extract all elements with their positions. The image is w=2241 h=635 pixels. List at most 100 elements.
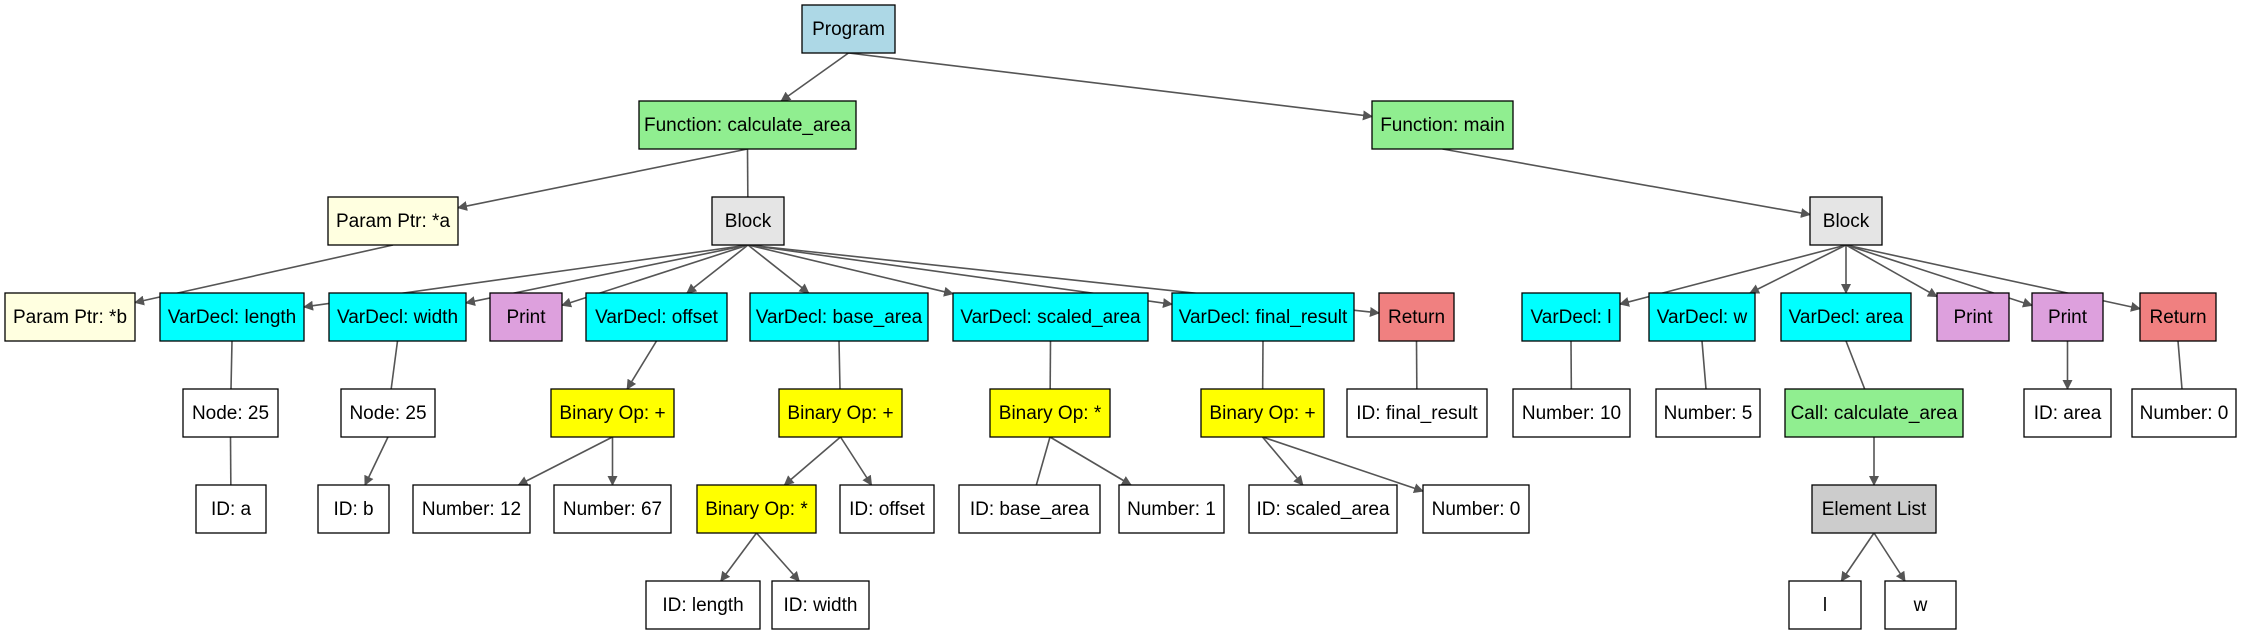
node-label: ID: width xyxy=(784,595,858,616)
node-box xyxy=(1200,388,1325,438)
node-elem-list: Element List xyxy=(1811,484,1937,534)
node-box xyxy=(711,196,785,246)
node-id-area: ID: area xyxy=(2023,388,2112,438)
node-box xyxy=(1521,292,1621,342)
node-binop-base: Binary Op: + xyxy=(778,388,903,438)
node-num67: Number: 67 xyxy=(553,484,672,534)
node-label: VarDecl: length xyxy=(168,307,297,328)
node-binop-scaled: Binary Op: * xyxy=(989,388,1111,438)
node-label: Return xyxy=(2149,307,2206,328)
node-print2: Print xyxy=(1936,292,2010,342)
edge-block2-to-vd_w xyxy=(1749,244,1847,294)
edge-block1-to-vd_base_area xyxy=(747,244,810,294)
node-box xyxy=(412,484,531,534)
node-block2: Block xyxy=(1809,196,1883,246)
node-label: Number: 12 xyxy=(422,499,521,520)
node-box xyxy=(195,484,267,534)
node-box xyxy=(1171,292,1355,342)
node-box xyxy=(1346,388,1488,438)
node-box xyxy=(1118,484,1225,534)
node-label: VarDecl: area xyxy=(1789,307,1904,328)
edge-node25b-to-id_b xyxy=(364,436,389,486)
node-box xyxy=(958,484,1101,534)
node-box xyxy=(1811,484,1937,534)
node-label: Return xyxy=(1388,307,1445,328)
node-vd-offset: VarDecl: offset xyxy=(585,292,728,342)
node-vd-final-result: VarDecl: final_result xyxy=(1171,292,1355,342)
edge-binop_base-to-id_offset xyxy=(839,436,873,486)
node-node25a: Node: 25 xyxy=(182,388,279,438)
node-label: Print xyxy=(1953,307,1993,328)
node-box xyxy=(182,388,279,438)
node-box xyxy=(2023,388,2112,438)
node-binop-final: Binary Op: + xyxy=(1200,388,1325,438)
node-box xyxy=(952,292,1149,342)
node-box xyxy=(1655,388,1761,438)
node-label: Number: 0 xyxy=(2140,403,2229,424)
node-label: ID: length xyxy=(662,595,743,616)
edge-binop_mul-to-id_length xyxy=(720,532,758,582)
node-label: Param Ptr: *b xyxy=(13,307,127,328)
node-box xyxy=(585,292,728,342)
node-label: Block xyxy=(725,211,772,232)
node-box xyxy=(1248,484,1398,534)
node-box xyxy=(1648,292,1756,342)
node-label: Param Ptr: *a xyxy=(336,211,450,232)
node-id-base-area: ID: base_area xyxy=(958,484,1101,534)
edge-fn_calc-to-param_a xyxy=(457,148,748,211)
node-label: VarDecl: offset xyxy=(595,307,719,328)
node-fn-main: Function: main xyxy=(1371,100,1514,150)
node-vd-w: VarDecl: w xyxy=(1648,292,1756,342)
node-id-final-result: ID: final_result xyxy=(1346,388,1488,438)
node-box xyxy=(1809,196,1883,246)
edge-block1-to-vd_offset xyxy=(686,244,749,294)
node-id-b: ID: b xyxy=(317,484,390,534)
node-vd-length: VarDecl: length xyxy=(159,292,305,342)
edge-elem_list-to-lit_w xyxy=(1873,532,1906,582)
node-num0: Number: 0 xyxy=(1422,484,1530,534)
node-label: Print xyxy=(2048,307,2088,328)
node-box xyxy=(1936,292,2010,342)
node-label: VarDecl: w xyxy=(1657,307,1748,328)
node-label: ID: scaled_area xyxy=(1256,499,1390,520)
node-id-width: ID: width xyxy=(771,580,870,630)
node-label: Print xyxy=(506,307,546,328)
edge-block2-to-print2 xyxy=(1845,244,1938,298)
node-box xyxy=(1422,484,1530,534)
node-label: Binary Op: + xyxy=(787,403,893,424)
node-box xyxy=(696,484,817,534)
node-label: Call: calculate_area xyxy=(1791,403,1958,424)
node-label: Number: 5 xyxy=(1664,403,1753,424)
node-label: l xyxy=(1823,595,1827,616)
node-num10: Number: 10 xyxy=(1512,388,1631,438)
node-vd-scaled-area: VarDecl: scaled_area xyxy=(952,292,1149,342)
node-label: Number: 10 xyxy=(1522,403,1621,424)
node-num12: Number: 12 xyxy=(412,484,531,534)
node-box xyxy=(340,388,436,438)
node-binop-offset: Binary Op: + xyxy=(550,388,675,438)
node-label: Node: 25 xyxy=(349,403,426,424)
node-box xyxy=(2031,292,2104,342)
node-id-scaled-area: ID: scaled_area xyxy=(1248,484,1398,534)
node-binop-mul: Binary Op: * xyxy=(696,484,817,534)
node-label: Program xyxy=(812,19,885,40)
node-box xyxy=(778,388,903,438)
node-block1: Block xyxy=(711,196,785,246)
node-label: Binary Op: * xyxy=(999,403,1102,424)
edge-binop_final-to-num0 xyxy=(1262,436,1424,493)
node-label: VarDecl: width xyxy=(337,307,458,328)
edge-vd_offset-to-binop_offset xyxy=(626,340,658,390)
node-label: w xyxy=(1913,595,1928,616)
node-label: Function: main xyxy=(1380,115,1505,136)
node-box xyxy=(1884,580,1957,630)
node-num1: Number: 1 xyxy=(1118,484,1225,534)
edge-binop_scaled-to-num1 xyxy=(1049,436,1132,486)
node-fn-calc: Function: calculate_area xyxy=(638,100,857,150)
node-label: Number: 67 xyxy=(563,499,662,520)
node-box xyxy=(1780,292,1912,342)
node-box xyxy=(2131,388,2237,438)
node-label: ID: a xyxy=(211,499,252,520)
node-label: ID: offset xyxy=(849,499,925,520)
